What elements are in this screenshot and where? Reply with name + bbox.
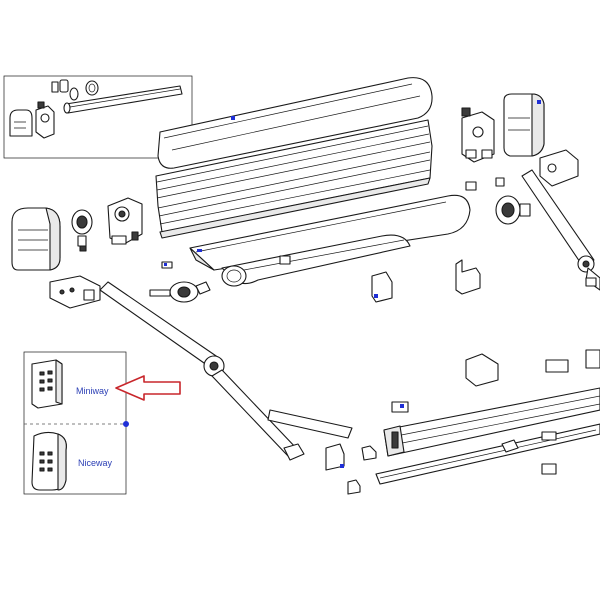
bracket-right-top: [461, 107, 495, 163]
small-clip-a: [161, 261, 173, 269]
niceway-remote: [31, 431, 67, 491]
remote-box: Miniway Niceway: [23, 351, 129, 495]
small-fittings-right: [465, 177, 505, 191]
bolt-pieces: [51, 79, 99, 101]
right-arm: [521, 149, 600, 291]
connector-dot: [123, 421, 129, 427]
left-arm: [99, 281, 353, 461]
left-end-cap: [11, 207, 61, 271]
small-part-bottom-c: [541, 463, 557, 475]
end-stop-bottom: [325, 443, 345, 471]
inset-roller-tube-kit: [3, 75, 193, 159]
main-profile: [155, 119, 433, 239]
bearing-left: [71, 209, 93, 252]
motor-plug: [149, 281, 211, 303]
small-part-bottom-a: [347, 479, 361, 495]
bottom-long-profile: [383, 387, 600, 457]
lower-clip: [391, 401, 409, 413]
cassette-cover: [157, 77, 433, 169]
hook-bracket: [455, 259, 481, 295]
niceway-label: Niceway: [78, 458, 113, 468]
motor-unit-small: [35, 101, 55, 139]
right-end-cap: [503, 93, 545, 157]
small-clip-b: [279, 255, 291, 265]
front-bar-fabric: [189, 194, 471, 271]
end-cap-small: [9, 109, 33, 137]
miniway-label: Miniway: [76, 386, 109, 396]
roll-bar: [221, 234, 411, 287]
lower-bracket-left: [465, 353, 499, 387]
lower-fitting: [545, 349, 600, 373]
support-bracket-center: [371, 271, 393, 303]
gear-unit-left: [107, 197, 143, 245]
bottom-track: [375, 423, 600, 485]
pointer-arrow: [115, 375, 181, 401]
left-arm-bracket: [49, 275, 101, 309]
bearing-right: [495, 195, 531, 225]
roller-tube: [63, 85, 183, 114]
miniway-remote: [31, 359, 63, 409]
small-part-bottom-b: [361, 445, 377, 461]
